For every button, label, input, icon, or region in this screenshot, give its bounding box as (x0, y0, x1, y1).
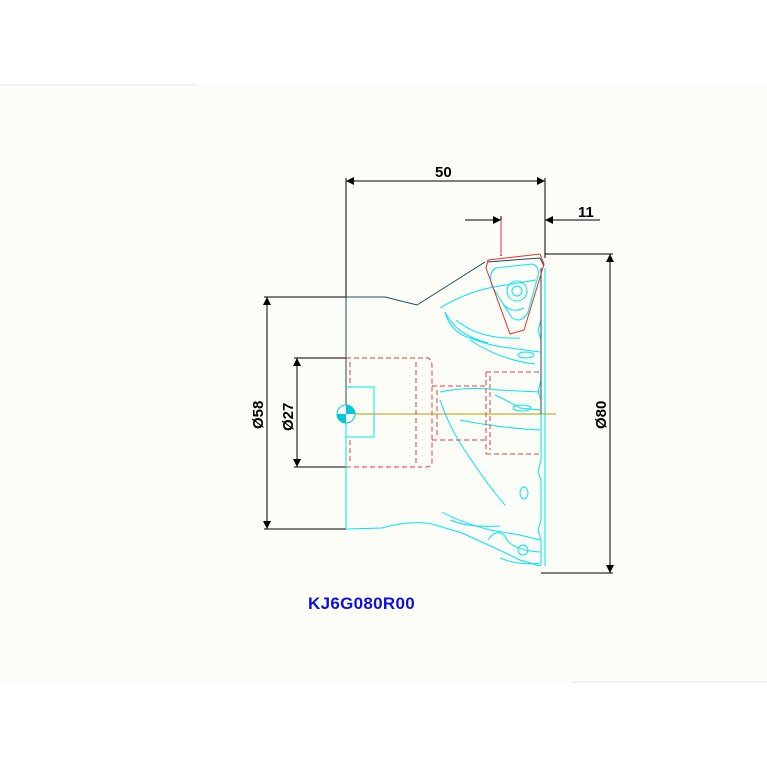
dimension-cutting-diameter (541, 253, 614, 574)
cutter-geometry (345, 263, 546, 567)
bore-slot (346, 386, 375, 438)
dimension-bore-diameter-label: Ø27 (280, 403, 297, 431)
dimension-length-label: 50 (435, 164, 452, 181)
center-marker (336, 404, 356, 424)
hidden-lines (346, 357, 540, 468)
dimension-cutting-diameter-label: Ø80 (593, 401, 610, 429)
body-outline (345, 257, 545, 414)
part-code: KJ6G080R00 (308, 594, 415, 613)
dimension-bore-diameter (293, 357, 346, 468)
insert-seat (485, 220, 545, 335)
dimension-insert-offset-label: 11 (578, 204, 594, 221)
dimension-shank-diameter-label: Ø58 (250, 401, 267, 429)
